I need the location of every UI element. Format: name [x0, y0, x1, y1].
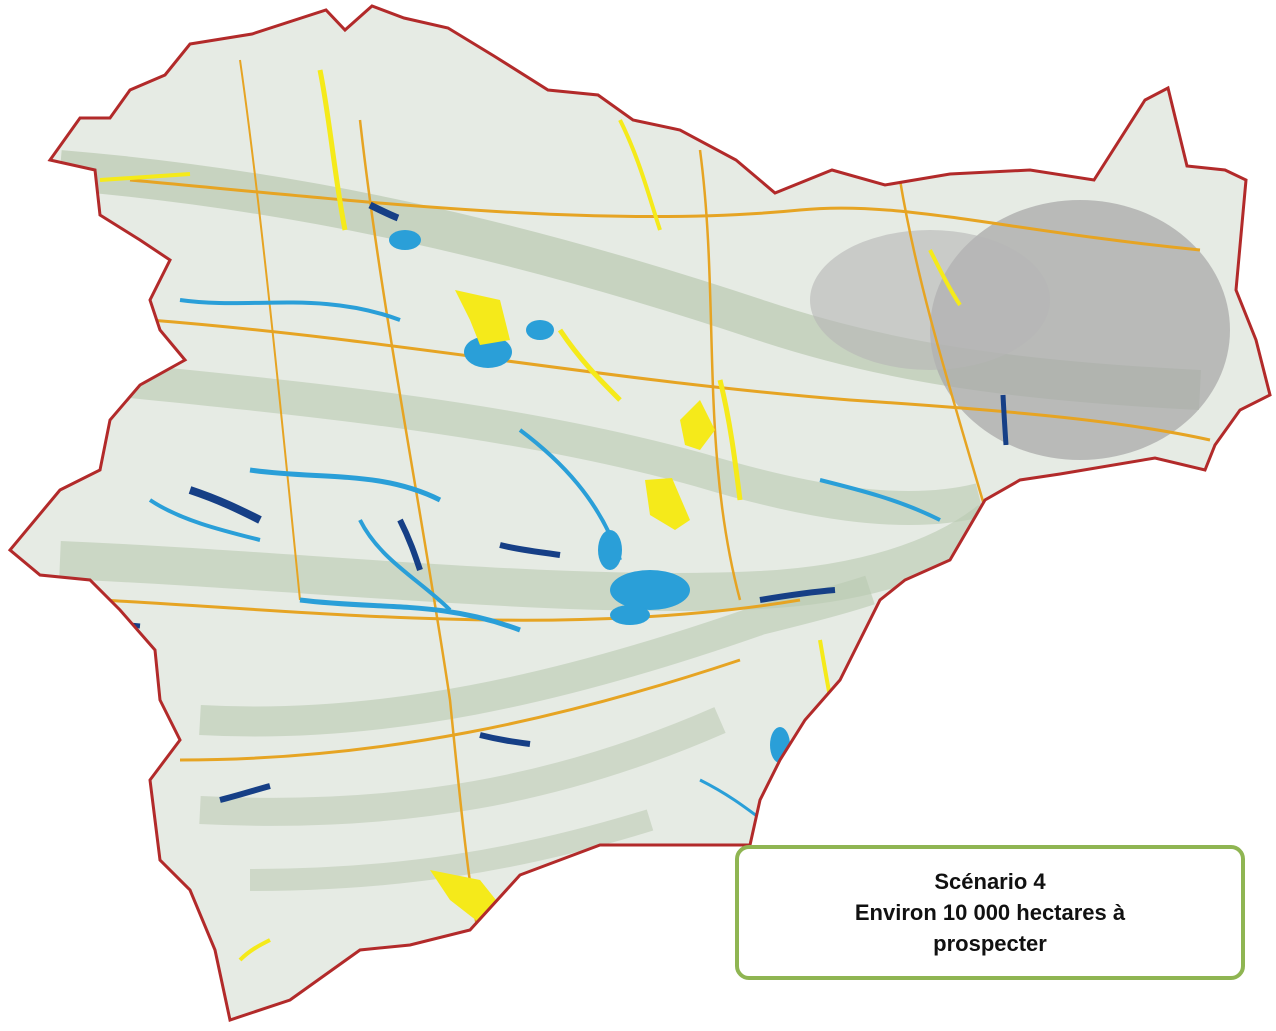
road [149, 318, 1211, 442]
road [129, 178, 1201, 252]
zone-light-blue [179, 298, 401, 322]
zone-yellow [645, 478, 690, 530]
zone-yellow [618, 119, 662, 231]
zone-light-blue [598, 530, 622, 570]
zone-light-blue [610, 570, 690, 610]
zone-light-blue [299, 597, 521, 633]
scenario-title: Scénario 4 [934, 869, 1046, 894]
zone-light-blue [610, 605, 650, 625]
scenario-description-line1: Environ 10 000 hectares à [854, 900, 1126, 925]
relief-band [199, 707, 726, 826]
zone-yellow [317, 69, 348, 231]
road [179, 658, 741, 762]
zone-light-blue [464, 336, 512, 368]
zone-dark-blue [219, 783, 271, 803]
zone-dark-blue [479, 732, 531, 747]
relief-band [249, 809, 654, 891]
road [358, 119, 482, 941]
region-boundary [7, 4, 1272, 1022]
zone-yellow [557, 328, 622, 402]
zone-yellow [928, 249, 962, 307]
relief-band [199, 575, 875, 737]
zone-light-blue [518, 428, 622, 561]
road [239, 59, 301, 601]
zone-yellow [717, 379, 743, 501]
zone-dark-blue [368, 201, 400, 222]
zone-dark-blue [188, 486, 262, 524]
scenario-description-line2: prospecter [933, 931, 1047, 956]
zone-yellow [680, 400, 715, 450]
zone-light-blue [526, 320, 554, 340]
zone-light-blue [358, 519, 452, 612]
zone-dark-blue [499, 542, 561, 558]
zone-dark-blue [1000, 394, 1009, 446]
zone-dark-blue [397, 518, 423, 571]
zone-yellow [99, 172, 191, 182]
zone-light-blue [389, 230, 421, 250]
zone-dark-blue [759, 587, 836, 603]
urban-area [810, 230, 1050, 370]
road [698, 149, 742, 601]
zone-light-blue [249, 467, 442, 503]
zone-light-blue [148, 498, 261, 542]
road [99, 598, 801, 622]
scenario-legend-box: Scénario 4 Environ 10 000 hectares à pro… [735, 845, 1245, 980]
zone-light-blue [819, 478, 941, 522]
zone-yellow [238, 938, 271, 962]
zone-yellow [455, 290, 510, 345]
